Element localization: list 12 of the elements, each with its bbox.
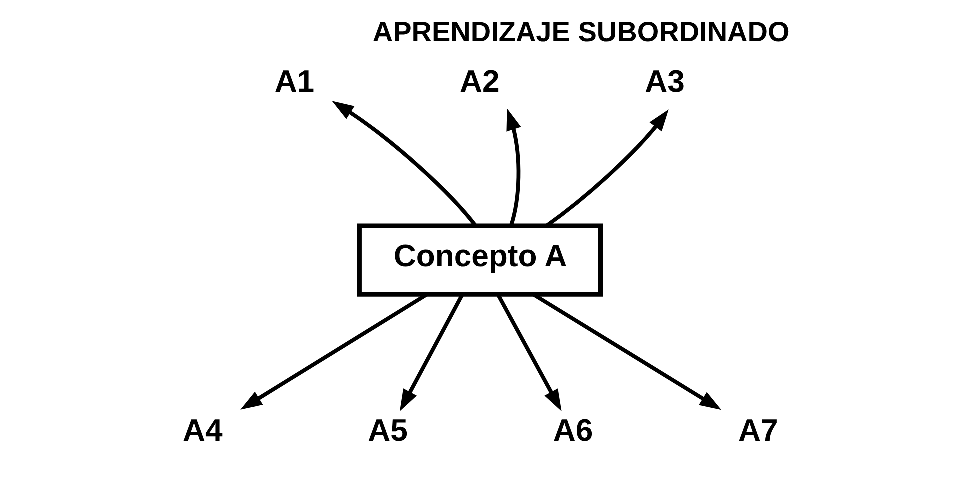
node-text: A2 bbox=[459, 64, 500, 100]
arrow bbox=[506, 108, 521, 226]
node-box: Concepto A bbox=[356, 224, 603, 297]
arrow bbox=[399, 294, 464, 412]
node-text: A6 bbox=[552, 412, 593, 448]
node-text: A3 bbox=[644, 64, 684, 100]
node-text: A7 bbox=[738, 412, 778, 448]
node-text: A4 bbox=[182, 412, 222, 448]
node-text: A5 bbox=[368, 412, 408, 448]
diagram-title: APRENDIZAJE SUBORDINADO bbox=[372, 16, 790, 48]
arrow bbox=[496, 294, 562, 412]
node-text: A1 bbox=[274, 64, 314, 100]
